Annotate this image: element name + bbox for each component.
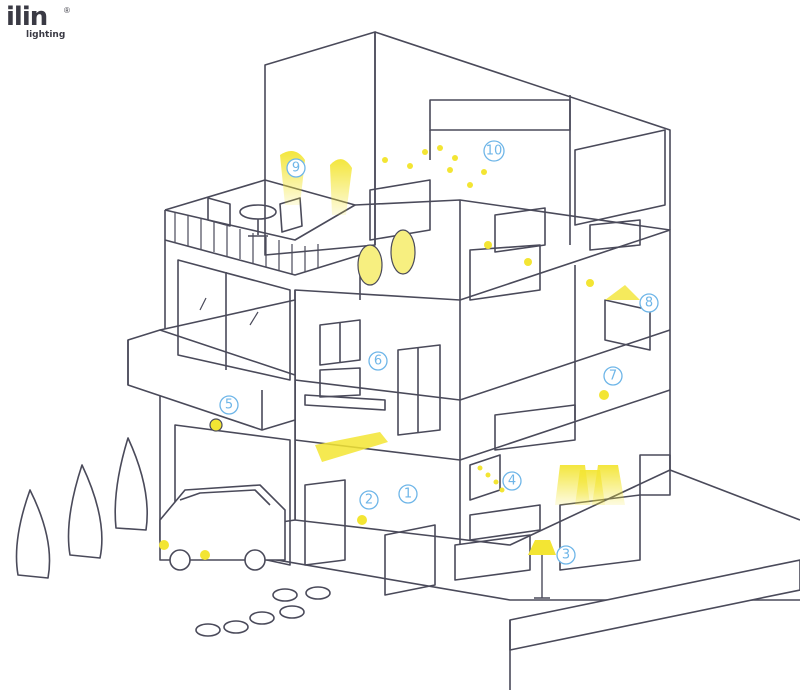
floor-lamp-shade xyxy=(528,540,556,555)
shelf xyxy=(589,219,641,251)
wall-art xyxy=(574,129,666,226)
marker-8-label: 8 xyxy=(645,296,653,311)
car-headlight-right xyxy=(200,550,210,560)
terrace-chair-left xyxy=(207,197,231,227)
bathroom-cabinet xyxy=(319,319,361,366)
tower-roof xyxy=(374,31,671,230)
bathtub xyxy=(304,394,386,411)
picture-light xyxy=(605,285,640,300)
wall-light-5 xyxy=(209,418,223,432)
wardrobe xyxy=(397,344,441,436)
logo-text: ilin xyxy=(6,2,48,32)
marker-5-label: 5 xyxy=(225,398,233,413)
stair-lights-4 xyxy=(477,465,505,493)
tv xyxy=(494,207,546,253)
marker-1 xyxy=(398,484,418,504)
tree-3 xyxy=(114,437,148,531)
registered-mark: ® xyxy=(64,6,70,15)
tree-1 xyxy=(15,489,51,579)
downlights-10 xyxy=(382,145,487,188)
brand-logo: ilin lighting ® xyxy=(6,2,76,44)
marker-7 xyxy=(603,366,623,386)
vanity xyxy=(319,367,361,398)
car-body xyxy=(159,484,286,561)
marker-1-label: 1 xyxy=(404,487,412,502)
marker-10 xyxy=(483,140,505,162)
tree-2 xyxy=(67,464,103,559)
terrace-railing xyxy=(174,212,319,274)
wall-light-7 xyxy=(599,390,609,400)
lantern-light xyxy=(357,515,367,525)
marker-6-label: 6 xyxy=(374,354,382,369)
big-window xyxy=(177,259,291,381)
logo-subtext: lighting xyxy=(26,30,66,40)
pendant-light-3 xyxy=(592,465,625,505)
car-headlight-left xyxy=(159,540,169,550)
tv-panel xyxy=(384,524,436,596)
number-markers xyxy=(219,140,659,565)
upstairs-desk xyxy=(369,179,431,241)
marker-3-label: 3 xyxy=(562,548,570,563)
marker-8 xyxy=(639,293,659,313)
lighting-layer xyxy=(159,145,640,599)
sofa-back xyxy=(469,504,541,541)
car-wheel-rear xyxy=(244,549,266,571)
car-wheel-front xyxy=(169,549,191,571)
front-door xyxy=(304,479,346,566)
marker-9-label: 9 xyxy=(292,161,300,176)
marker-10-label: 10 xyxy=(486,144,503,159)
cove-light xyxy=(315,432,388,462)
table-lamp-left xyxy=(484,241,492,249)
tv-stand xyxy=(469,244,541,301)
light-beam-9b xyxy=(330,159,352,215)
marker-2-label: 2 xyxy=(365,493,373,508)
marker-2 xyxy=(359,490,379,510)
marker-3 xyxy=(556,545,576,565)
table-lamp-right xyxy=(524,258,532,266)
egg-lamp-2 xyxy=(390,229,416,275)
desk-lamp xyxy=(586,279,594,287)
bed xyxy=(494,404,576,451)
front-fence xyxy=(509,559,800,651)
range-hood xyxy=(639,454,671,496)
marker-9 xyxy=(286,158,306,178)
marker-4-label: 4 xyxy=(508,474,516,489)
stone xyxy=(195,623,221,637)
egg-lamp-1 xyxy=(357,244,383,286)
marker-7-label: 7 xyxy=(609,369,617,384)
stair-rail xyxy=(429,99,571,131)
painting-frame xyxy=(604,299,651,351)
marker-4 xyxy=(502,471,522,491)
marker-6 xyxy=(368,351,388,371)
marker-5 xyxy=(219,395,239,415)
sofa xyxy=(454,534,531,581)
